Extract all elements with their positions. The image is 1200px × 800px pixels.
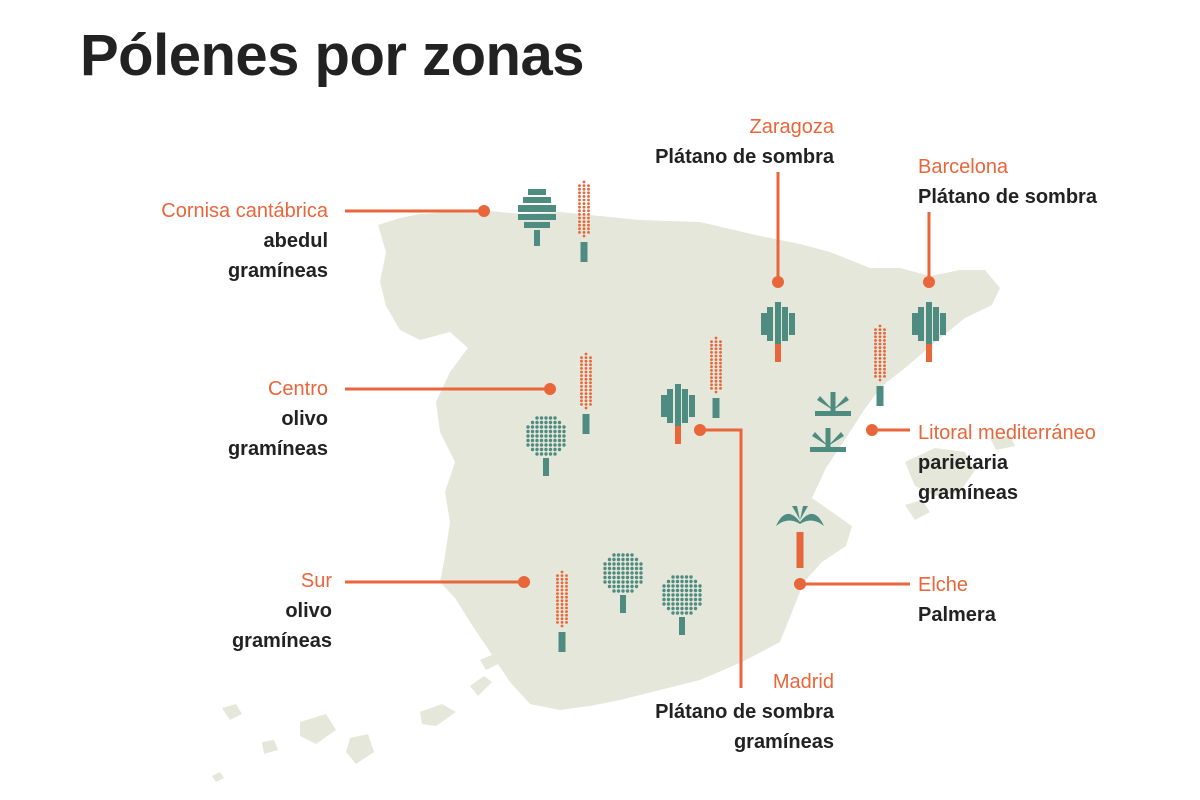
pollen-name: olivo xyxy=(285,600,332,622)
pollen-name: Plátano de sombra xyxy=(655,146,834,168)
palm-tree-icon xyxy=(776,506,824,568)
pollen-name: gramíneas xyxy=(733,731,834,753)
zone-name: Centro xyxy=(267,378,328,400)
birch-tree-icon xyxy=(518,189,556,246)
pollen-name: gramíneas xyxy=(918,482,1019,504)
zone-name: Madrid xyxy=(772,671,834,693)
olive-tree-icon xyxy=(603,553,643,613)
plane-tree-icon xyxy=(761,302,795,362)
zone-name: Cornisa cantábrica xyxy=(161,200,328,222)
pollen-name: Plátano de sombra xyxy=(918,186,1097,208)
zone-name: Barcelona xyxy=(918,156,1009,178)
parietaria-icon xyxy=(810,428,846,452)
land xyxy=(212,210,1015,782)
zone-label-madrid: Madrid Plátano de sombra gramíneas xyxy=(655,667,834,757)
zone-name: Zaragoza xyxy=(749,116,835,138)
zone-name: Litoral mediterráneo xyxy=(918,422,1096,444)
plane-tree-icon xyxy=(661,384,695,444)
leader-lines xyxy=(345,172,935,688)
grass-icon xyxy=(874,324,886,406)
menorca-shape xyxy=(990,436,1015,450)
grass-icon xyxy=(580,352,592,434)
pollen-name: olivo xyxy=(281,408,328,430)
zone-label-sur: Sur olivo gramíneas xyxy=(232,566,332,656)
madrid-leader xyxy=(700,428,743,688)
ibiza-shape xyxy=(905,500,930,520)
peninsula-shape xyxy=(378,210,1000,710)
canary-islands-shape xyxy=(212,654,498,782)
pollen-name: gramíneas xyxy=(231,630,332,652)
pollen-name: gramíneas xyxy=(227,438,328,460)
pollen-name: gramíneas xyxy=(227,260,328,282)
zone-label-elche: Elche Palmera xyxy=(918,570,996,630)
zone-label-litoral: Litoral mediterráneo parietaria gramínea… xyxy=(918,418,1096,508)
zone-label-centro: Centro olivo gramíneas xyxy=(228,374,328,464)
pollen-name: Plátano de sombra xyxy=(655,701,834,723)
zone-name: Elche xyxy=(918,574,969,596)
olive-tree-icon xyxy=(526,416,566,476)
zone-name: Sur xyxy=(300,570,332,592)
zone-label-barcelona: Barcelona Plátano de sombra xyxy=(918,152,1097,212)
zone-label-cornisa: Cornisa cantábrica abedul gramíneas xyxy=(161,196,328,286)
pollen-name: Palmera xyxy=(918,604,996,626)
plane-tree-icon xyxy=(912,302,946,362)
grass-icon xyxy=(556,570,568,652)
pollen-name: abedul xyxy=(263,230,328,252)
mallorca-shape xyxy=(905,448,975,496)
grass-icon xyxy=(710,336,722,418)
olive-tree-icon xyxy=(662,575,702,635)
page-title: Pólenes por zonas xyxy=(80,23,584,88)
parietaria-icon xyxy=(815,392,851,416)
pollen-name: parietaria xyxy=(918,452,1009,474)
grass-icon xyxy=(578,180,590,262)
zone-label-zaragoza: Zaragoza Plátano de sombra xyxy=(655,112,834,172)
